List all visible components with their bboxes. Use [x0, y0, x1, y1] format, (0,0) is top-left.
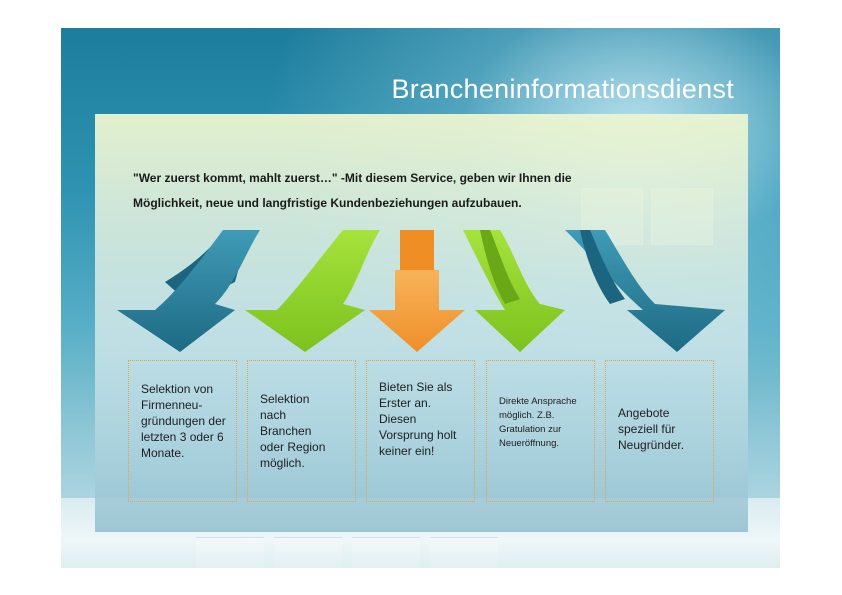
intro-text: "Wer zuerst kommt, mahlt zuerst…" -Mit d…: [133, 166, 693, 216]
floor-tile: [352, 537, 420, 568]
info-box-3: Bieten Sie als Erster an. Diesen Vorspru…: [366, 360, 475, 502]
info-box-2-text: Selektion nach Branchen oder Region mögl…: [260, 392, 326, 470]
intro-line-1: "Wer zuerst kommt, mahlt zuerst…" -Mit d…: [133, 171, 572, 185]
content-panel: "Wer zuerst kommt, mahlt zuerst…" -Mit d…: [95, 114, 748, 532]
info-box-4-text: Direkte Ansprache möglich. Z.B. Gratulat…: [499, 396, 577, 449]
arrow-down-right-green: [463, 230, 565, 352]
info-box-2: Selektion nach Branchen oder Region mögl…: [247, 360, 356, 502]
info-box-1-text: Selektion von Firmenneu-gründungen der l…: [141, 382, 226, 460]
arrow-down-orange: [369, 230, 465, 352]
floor-tile: [274, 537, 342, 568]
intro-line-2: Möglichkeit, neue und langfristige Kunde…: [133, 196, 522, 210]
arrow-down-left-green: [245, 230, 380, 352]
slide: Brancheninformationsdienst "Wer zuerst k…: [61, 28, 780, 568]
slide-title: Brancheninformationsdienst: [391, 74, 734, 104]
info-box-4: Direkte Ansprache möglich. Z.B. Gratulat…: [486, 360, 595, 502]
floor-tile: [430, 537, 498, 568]
arrows-graphic: [117, 230, 725, 352]
floor-tile: [196, 537, 264, 568]
info-box-5: Angebote speziell für Neugründer.: [605, 360, 714, 502]
info-box-3-text: Bieten Sie als Erster an. Diesen Vorspru…: [379, 380, 457, 458]
arrow-down-left-blue: [117, 230, 260, 352]
info-box-5-text: Angebote speziell für Neugründer.: [618, 406, 685, 452]
arrow-down-right-blue: [565, 230, 725, 352]
info-box-1: Selektion von Firmenneu-gründungen der l…: [128, 360, 237, 502]
